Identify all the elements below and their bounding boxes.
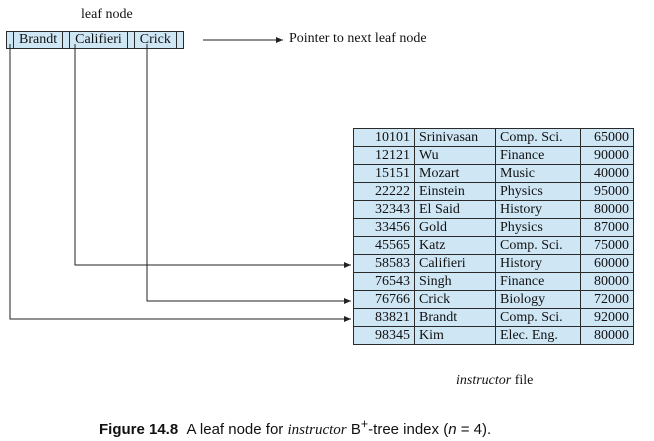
table-cell: Einstein <box>414 182 496 201</box>
table-cell: 60000 <box>580 254 634 273</box>
table-cell: Gold <box>414 218 496 237</box>
table-cell: 95000 <box>580 182 634 201</box>
table-cell: 87000 <box>580 218 634 237</box>
pointer-slot <box>128 32 135 48</box>
table-cell: Srinivasan <box>414 128 496 147</box>
table-cell: Comp. Sci. <box>495 128 581 147</box>
leaf-key-brandt: Brandt <box>14 32 64 48</box>
table-cell: 92000 <box>580 308 634 327</box>
figure-caption: Figure 14.8 A leaf node for instructor B… <box>99 417 492 438</box>
figure-number: Figure 14.8 <box>99 421 179 438</box>
table-cell: 98345 <box>353 326 415 345</box>
table-cell: Physics <box>495 182 581 201</box>
table-cell: Finance <box>495 146 581 165</box>
crick-pointer-arrow <box>146 44 351 304</box>
next-leaf-pointer-label: Pointer to next leaf node <box>289 31 427 46</box>
leaf-key-crick: Crick <box>135 32 177 48</box>
table-cell: 65000 <box>580 128 634 147</box>
leaf-key-califieri: Califieri <box>70 32 128 48</box>
table-cell: History <box>495 200 581 219</box>
table-cell: 90000 <box>580 146 634 165</box>
table-cell: 76543 <box>353 272 415 291</box>
table-cell: Mozart <box>414 164 496 183</box>
table-cell: 80000 <box>580 272 634 291</box>
table-cell: Kim <box>414 326 496 345</box>
table-cell: 58583 <box>353 254 415 273</box>
table-cell: Music <box>495 164 581 183</box>
table-cell: 80000 <box>580 326 634 345</box>
table-cell: 32343 <box>353 200 415 219</box>
table-cell: Physics <box>495 218 581 237</box>
table-cell: 40000 <box>580 164 634 183</box>
table-cell: 12121 <box>353 146 415 165</box>
table-cell: Crick <box>414 290 496 309</box>
table-cell: 72000 <box>580 290 634 309</box>
table-cell: Califieri <box>414 254 496 273</box>
leaf-node: Brandt Califieri Crick <box>6 31 184 49</box>
leaf-node-label: leaf node <box>81 7 133 22</box>
table-cell: Biology <box>495 290 581 309</box>
table-cell: Brandt <box>414 308 496 327</box>
table-cell: 33456 <box>353 218 415 237</box>
table-cell: Finance <box>495 272 581 291</box>
table-cell: 45565 <box>353 236 415 255</box>
pointer-slot <box>63 32 71 48</box>
table-cell: 75000 <box>580 236 634 255</box>
table-cell: 10101 <box>353 128 415 147</box>
table-cell: Wu <box>414 146 496 165</box>
brandt-pointer-arrow <box>9 44 351 322</box>
table-cell: 76766 <box>353 290 415 309</box>
pointer-slot <box>7 32 14 48</box>
table-cell: Elec. Eng. <box>495 326 581 345</box>
table-cell: Comp. Sci. <box>495 236 581 255</box>
table-cell: History <box>495 254 581 273</box>
table-cell: 80000 <box>580 200 634 219</box>
table-cell: 15151 <box>353 164 415 183</box>
table-cell: 83821 <box>353 308 415 327</box>
table-cell: Katz <box>414 236 496 255</box>
table-cell: El Said <box>414 200 496 219</box>
table-cell: 22222 <box>353 182 415 201</box>
table-cell: Comp. Sci. <box>495 308 581 327</box>
califieri-pointer-arrow <box>74 44 351 268</box>
instructor-file-caption: instructor file <box>456 373 534 388</box>
table-cell: Singh <box>414 272 496 291</box>
